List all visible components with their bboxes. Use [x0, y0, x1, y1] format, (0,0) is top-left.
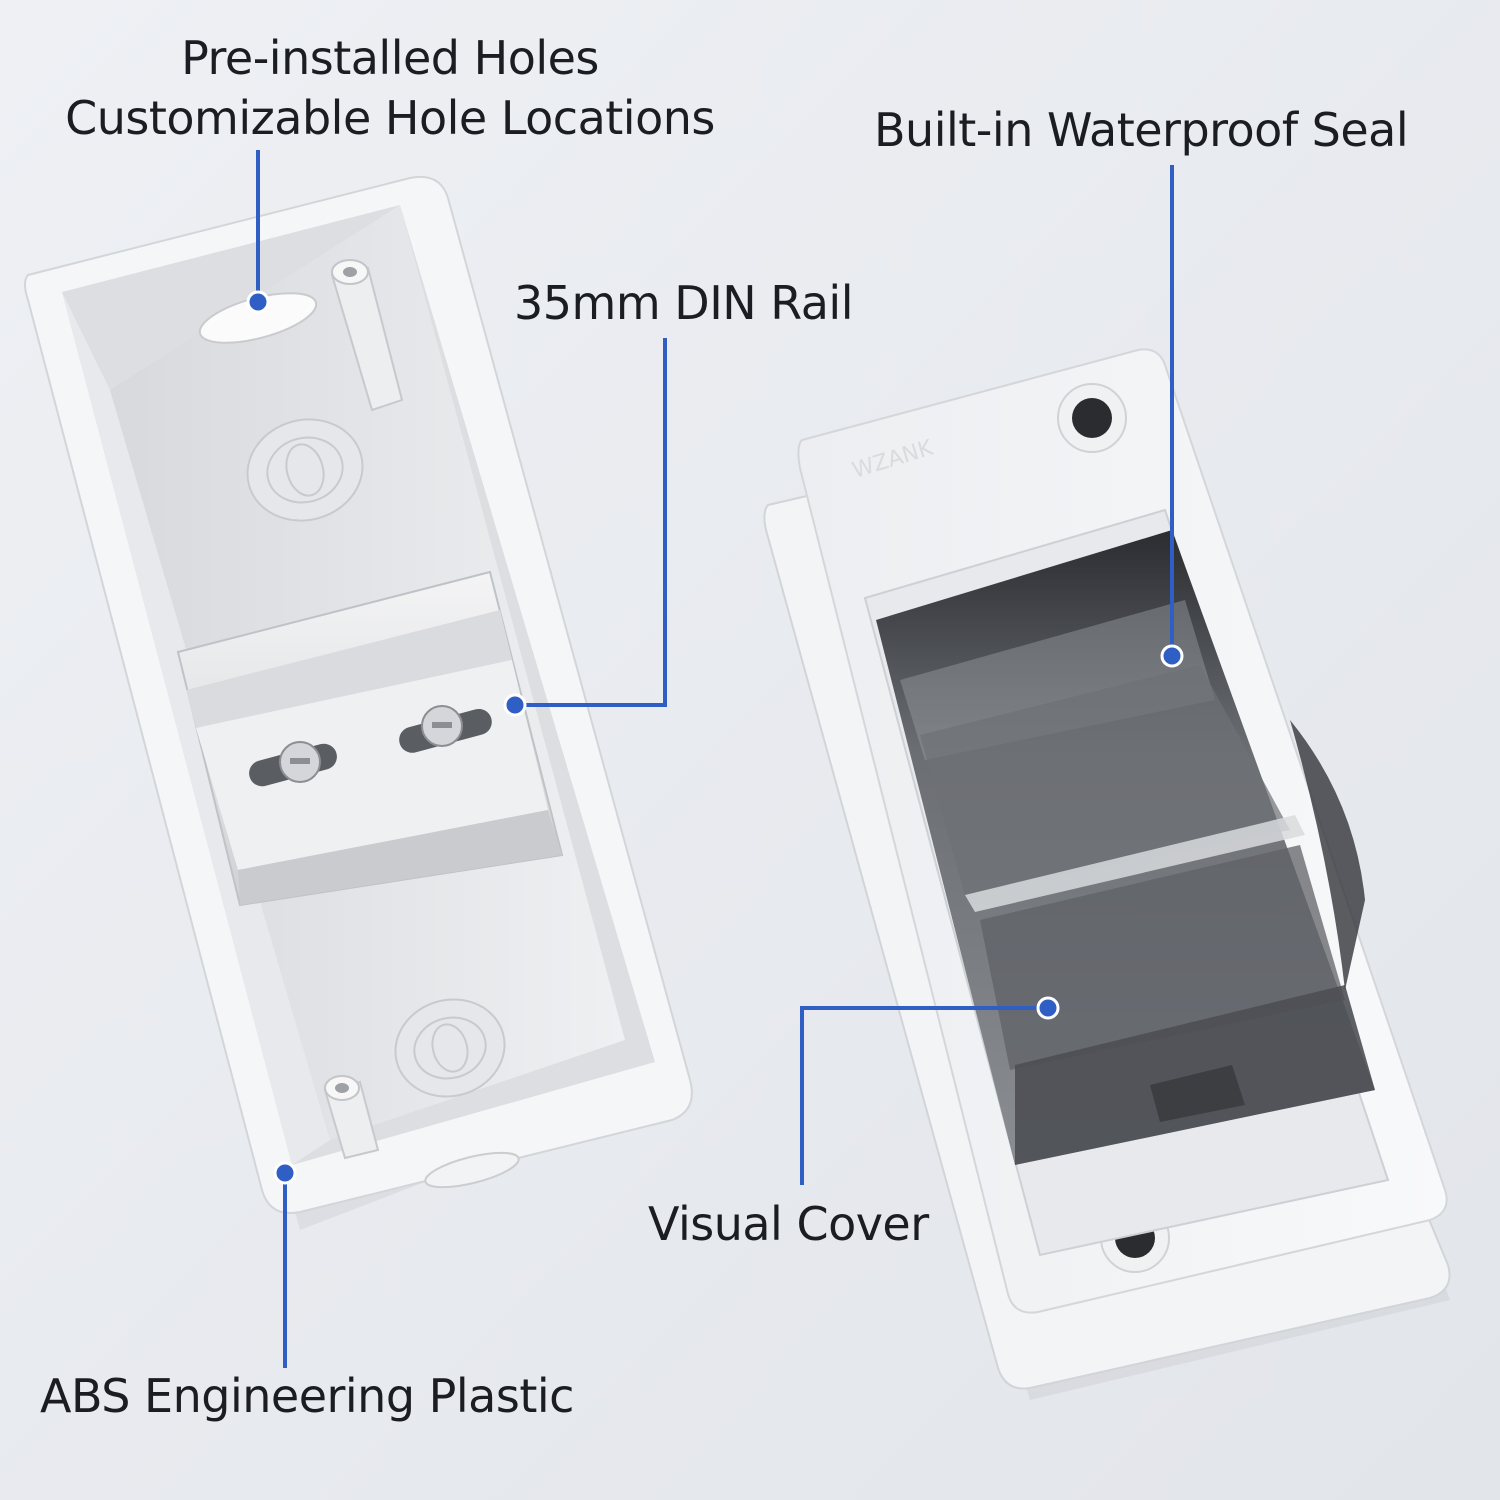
- callout-dot-abs: [273, 1161, 297, 1185]
- din-rail: [176, 570, 564, 907]
- callout-line-visual: [800, 1006, 1048, 1185]
- label-visual-cover: Visual Cover: [648, 1197, 929, 1251]
- label-customizable-hole-locations: Customizable Hole Locations: [65, 91, 715, 145]
- knockout-bottom: [394, 998, 506, 1098]
- callout-dot-visual: [1036, 996, 1060, 1020]
- rail-slot-right: [399, 705, 492, 753]
- label-waterproof-seal: Built-in Waterproof Seal: [874, 103, 1409, 157]
- callout-line-din: [515, 338, 667, 707]
- label-abs-plastic: ABS Engineering Plastic: [40, 1369, 574, 1423]
- label-pre-installed-holes: Pre-installed Holes: [181, 31, 599, 85]
- mounting-post-top-hole: [343, 267, 357, 277]
- label-din-rail: 35mm DIN Rail: [514, 276, 854, 330]
- callout-dot-seal: [1160, 644, 1184, 668]
- callouts: [256, 150, 1174, 1368]
- callout-dot-holes: [246, 290, 270, 314]
- open-box: [24, 176, 693, 1230]
- callout-dot-din: [503, 693, 527, 717]
- callout-dots: [246, 290, 1184, 1185]
- rail-slot-left: [249, 741, 337, 787]
- bottom-edge-hole: [424, 1151, 520, 1189]
- screw-hole-top: [1057, 383, 1127, 453]
- closed-box: WZANK: [763, 348, 1451, 1400]
- visual-cover-bulge: [1290, 720, 1365, 990]
- cover-latch: [1150, 1065, 1245, 1122]
- knockout-top: [246, 418, 364, 522]
